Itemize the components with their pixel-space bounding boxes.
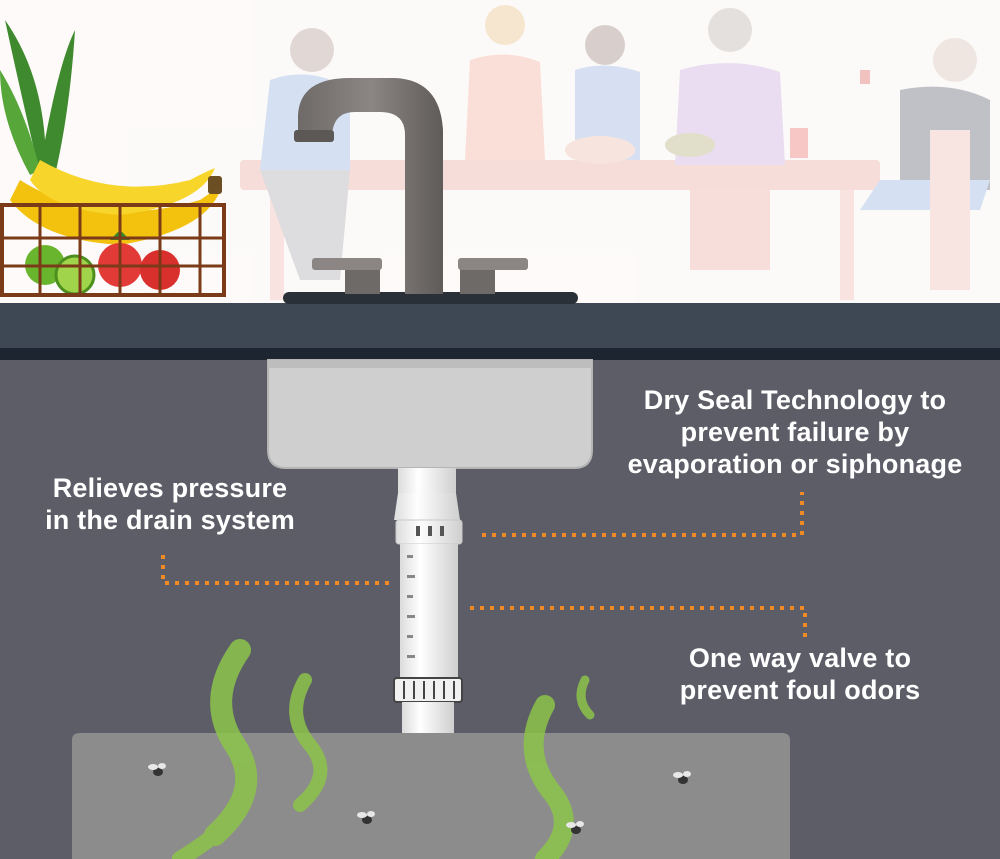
callout-dry-seal: Dry Seal Technology to prevent failure b… [600, 384, 990, 480]
faucet-icon [283, 78, 578, 304]
callout-dry-seal-line-1: Dry Seal Technology to [643, 385, 947, 415]
odor-wave-icon [172, 639, 595, 859]
fruit-basket-icon [0, 20, 226, 297]
callout-valve: One way valve to prevent foul odors [650, 642, 950, 706]
callout-pressure-line-1: Relieves pressure [52, 473, 288, 503]
callout-pressure-line-2: in the drain system [45, 505, 295, 535]
callout-dry-seal-line-2: prevent failure by [680, 417, 910, 447]
drain-valve-pipe [393, 468, 463, 734]
sink-basin [267, 359, 593, 469]
callout-pressure: Relieves pressure in the drain system [20, 472, 320, 536]
drain-box [72, 733, 790, 859]
callout-dry-seal-line-3: evaporation or siphonage [627, 449, 963, 479]
fly-icon [148, 763, 691, 834]
leader-line-valve [470, 606, 807, 640]
callout-valve-line-1: One way valve to [688, 643, 912, 673]
countertop [0, 303, 1000, 360]
leader-line-dry-seal [482, 492, 804, 537]
callout-valve-line-2: prevent foul odors [679, 675, 921, 705]
